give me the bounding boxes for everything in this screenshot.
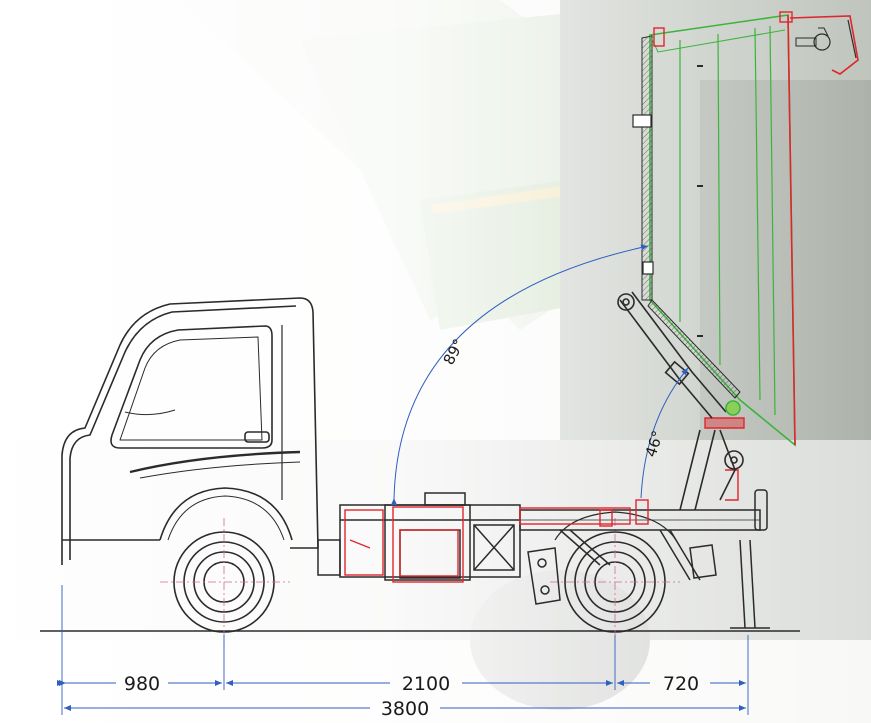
tipping-body	[632, 11, 859, 447]
chassis-frame	[317, 489, 770, 629]
angle-arcs	[391, 244, 689, 505]
hydraulic-arm	[617, 291, 744, 511]
front-wheel	[160, 518, 290, 648]
dimension-lines	[57, 680, 746, 711]
wheelbase-dimension: 2100	[402, 673, 450, 695]
truck-cab	[61, 297, 319, 565]
dimension-extension-lines	[61, 585, 749, 715]
rear-wheel	[550, 511, 680, 648]
overall-length-dimension: 3800	[381, 698, 429, 720]
red-highlights	[344, 417, 745, 583]
front-overhang-dimension: 980	[124, 673, 160, 695]
rear-overhang-dimension: 720	[663, 673, 699, 695]
